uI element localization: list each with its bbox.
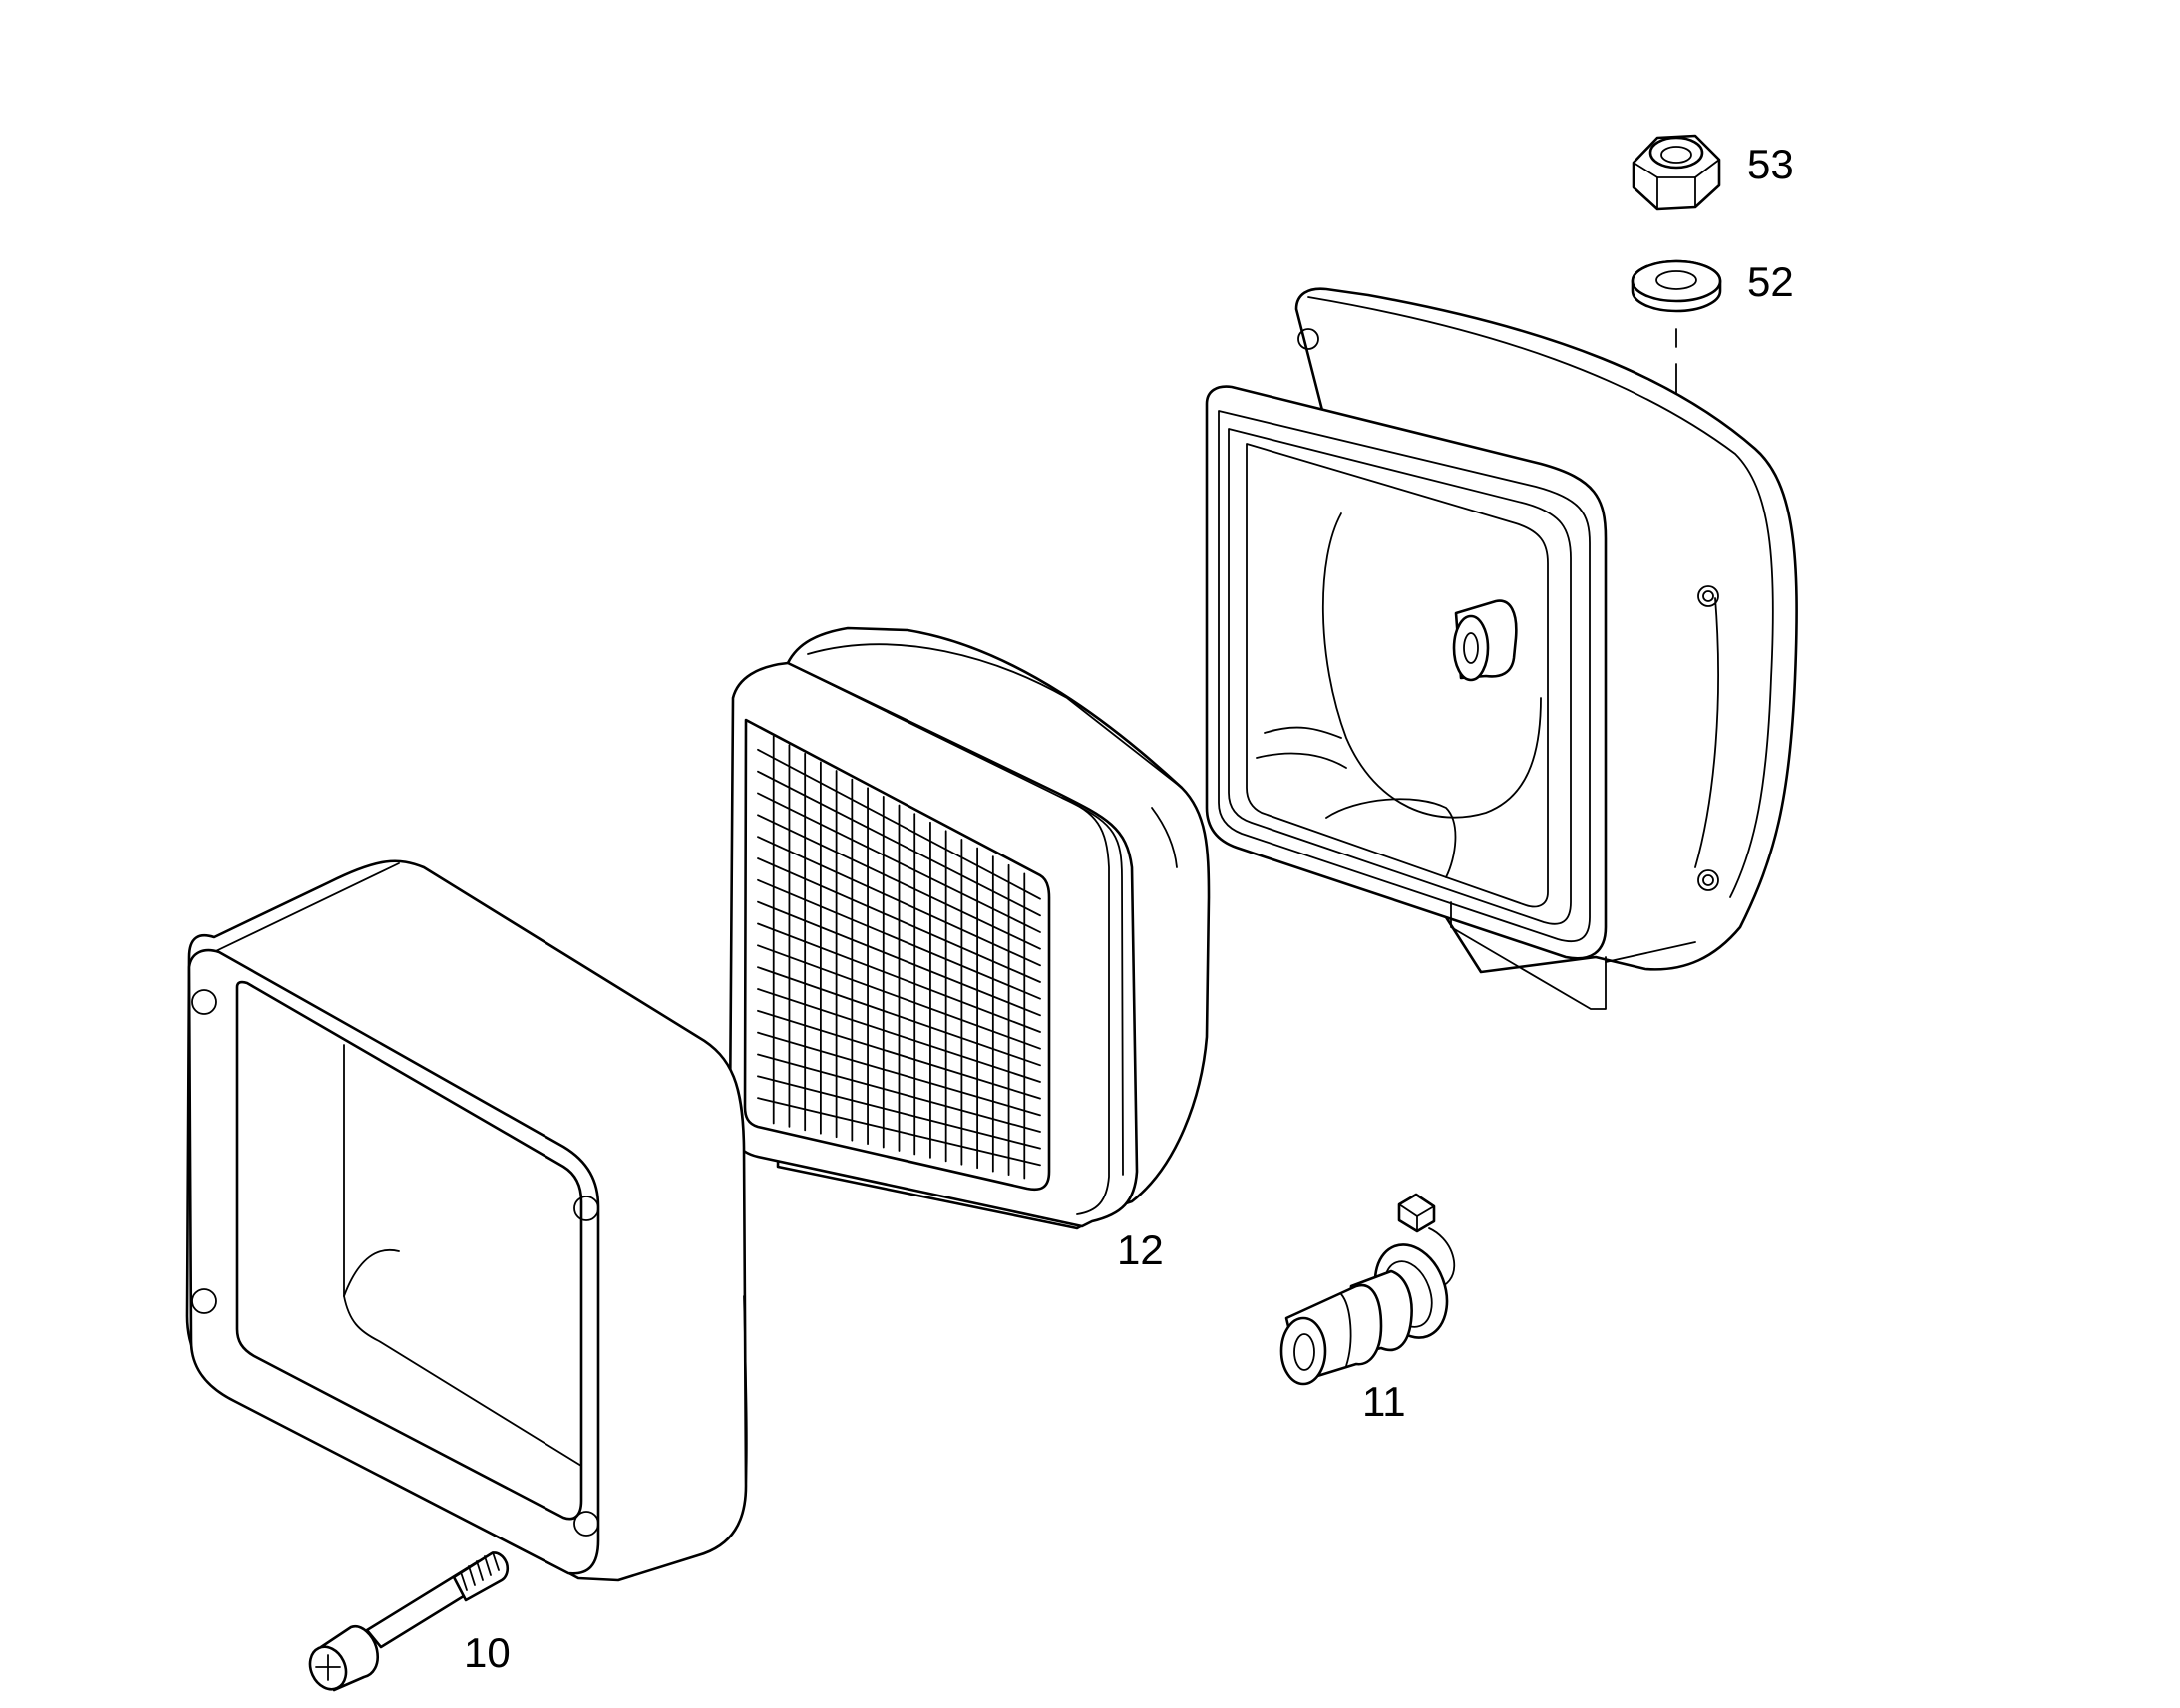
lens-grid-line bbox=[757, 1075, 1041, 1150]
lens-grid-line bbox=[757, 1053, 1041, 1133]
screw-icon[interactable] bbox=[303, 1551, 510, 1695]
callout-52: 52 bbox=[1747, 258, 1794, 305]
lens-icon[interactable] bbox=[728, 626, 1211, 1230]
callout-11: 11 bbox=[1362, 1378, 1406, 1425]
callout-53: 53 bbox=[1747, 141, 1794, 187]
nut-icon[interactable] bbox=[1632, 134, 1721, 211]
lens-grid bbox=[757, 735, 1041, 1180]
callout-12: 12 bbox=[1117, 1226, 1164, 1273]
lens-grid-line bbox=[757, 1097, 1041, 1167]
bulb-icon[interactable] bbox=[1279, 1193, 1459, 1386]
washer-icon[interactable] bbox=[1631, 259, 1722, 420]
callout-10: 10 bbox=[464, 1629, 511, 1676]
housing-icon[interactable] bbox=[1205, 287, 1798, 1010]
bezel-frame-icon[interactable] bbox=[185, 859, 748, 1582]
